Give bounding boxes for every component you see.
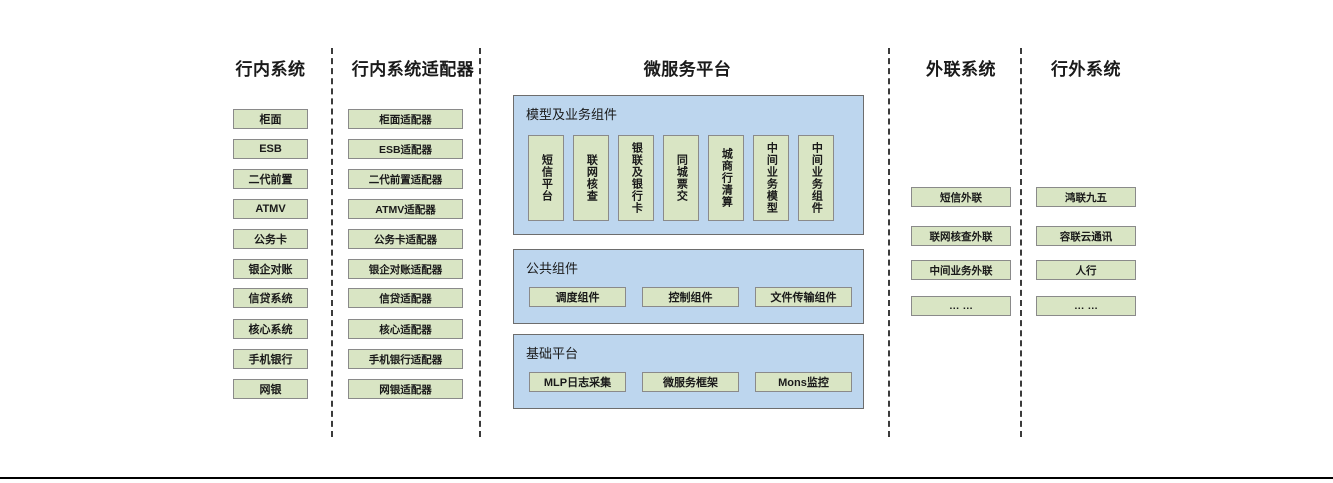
node-internal-system[interactable]: 信贷系统 <box>233 288 308 308</box>
node-internal-system[interactable]: 核心系统 <box>233 319 308 339</box>
column-title-internal-systems: 行内系统 <box>235 60 306 79</box>
node-internal-system-adapter[interactable]: 网银适配器 <box>348 379 463 399</box>
divider-3 <box>888 48 890 437</box>
node-internal-system-adapter[interactable]: 银企对账适配器 <box>348 259 463 279</box>
divider-2 <box>479 48 481 437</box>
node-external-link-system[interactable]: 短信外联 <box>911 187 1011 207</box>
node-model-component[interactable]: 中间业务组件 <box>798 135 834 221</box>
node-public-component[interactable]: 调度组件 <box>529 287 626 307</box>
node-internal-system-adapter[interactable]: 手机银行适配器 <box>348 349 463 369</box>
panel-title-public-components: 公共组件 <box>526 261 579 276</box>
node-model-component[interactable]: 同城票交 <box>663 135 699 221</box>
node-public-component[interactable]: 控制组件 <box>642 287 739 307</box>
node-internal-system[interactable]: 网银 <box>233 379 308 399</box>
node-internal-system[interactable]: 柜面 <box>233 109 308 129</box>
node-internal-system-adapter[interactable]: 公务卡适配器 <box>348 229 463 249</box>
node-internal-system[interactable]: 银企对账 <box>233 259 308 279</box>
panel-title-model-business-components: 模型及业务组件 <box>526 107 618 122</box>
column-title-external-link-systems: 外联系统 <box>926 60 996 79</box>
node-external-link-system[interactable]: … … <box>911 296 1011 316</box>
node-internal-system[interactable]: 二代前置 <box>233 169 308 189</box>
panel-base-platform: 基础平台 <box>513 334 864 409</box>
divider-4 <box>1020 48 1022 437</box>
node-internal-system-adapter[interactable]: ESB适配器 <box>348 139 463 159</box>
node-public-component[interactable]: 文件传输组件 <box>755 287 852 307</box>
node-outside-bank-system[interactable]: … … <box>1036 296 1136 316</box>
node-internal-system-adapter[interactable]: ATMV适配器 <box>348 199 463 219</box>
node-base-platform-component[interactable]: 微服务框架 <box>642 372 739 392</box>
bottom-separator <box>0 477 1333 479</box>
node-base-platform-component[interactable]: MLP日志采集 <box>529 372 626 392</box>
node-internal-system-adapter[interactable]: 柜面适配器 <box>348 109 463 129</box>
column-title-internal-system-adapters: 行内系统适配器 <box>351 60 475 79</box>
node-external-link-system[interactable]: 联网核查外联 <box>911 226 1011 246</box>
node-model-component[interactable]: 短信平台 <box>528 135 564 221</box>
node-external-link-system[interactable]: 中间业务外联 <box>911 260 1011 280</box>
node-internal-system[interactable]: ATMV <box>233 199 308 219</box>
node-model-component[interactable]: 联网核查 <box>573 135 609 221</box>
node-model-component[interactable]: 中间业务模型 <box>753 135 789 221</box>
node-outside-bank-system[interactable]: 鸿联九五 <box>1036 187 1136 207</box>
node-internal-system-adapter[interactable]: 信贷适配器 <box>348 288 463 308</box>
node-base-platform-component[interactable]: Mons监控 <box>755 372 852 392</box>
node-model-component[interactable]: 银联及银行卡 <box>618 135 654 221</box>
node-internal-system[interactable]: ESB <box>233 139 308 159</box>
panel-title-base-platform: 基础平台 <box>526 346 579 361</box>
node-model-component[interactable]: 城商行清算 <box>708 135 744 221</box>
node-internal-system[interactable]: 公务卡 <box>233 229 308 249</box>
node-outside-bank-system[interactable]: 人行 <box>1036 260 1136 280</box>
column-title-microservice-platform: 微服务平台 <box>643 60 732 79</box>
node-internal-system-adapter[interactable]: 核心适配器 <box>348 319 463 339</box>
node-internal-system[interactable]: 手机银行 <box>233 349 308 369</box>
panel-public-components: 公共组件 <box>513 249 864 324</box>
node-internal-system-adapter[interactable]: 二代前置适配器 <box>348 169 463 189</box>
node-outside-bank-system[interactable]: 容联云通讯 <box>1036 226 1136 246</box>
column-title-outside-bank-systems: 行外系统 <box>1051 60 1121 79</box>
divider-1 <box>331 48 333 437</box>
